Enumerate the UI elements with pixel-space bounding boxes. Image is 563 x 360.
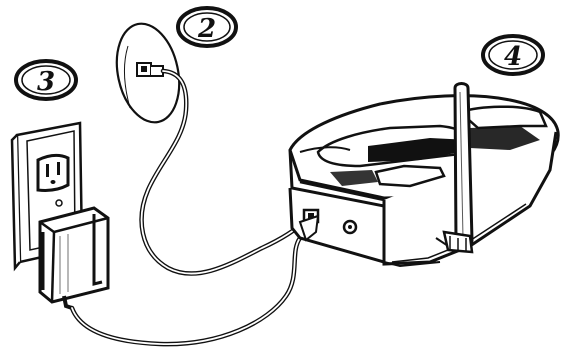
callout-4-number: 4 — [504, 42, 522, 72]
callout-3: 3 — [16, 61, 76, 99]
callout-2: 2 — [178, 8, 236, 46]
power-adapter-icon — [40, 208, 108, 308]
callout-4: 4 — [483, 36, 543, 74]
base-station-icon — [290, 96, 558, 266]
callout-3-number: 3 — [37, 67, 55, 97]
callout-2-number: 2 — [197, 14, 216, 44]
